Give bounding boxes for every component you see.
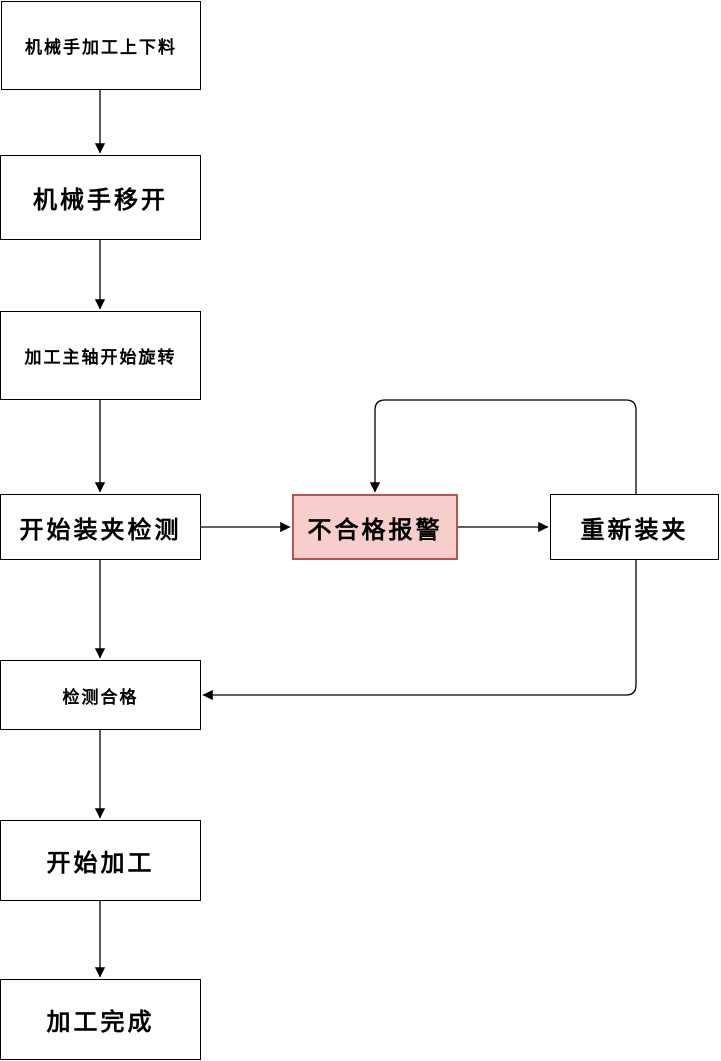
flow-node-robot-load: 机械手加工上下料 [1,1,201,90]
flow-node-spindle-start: 加工主轴开始旋转 [0,311,201,400]
flow-node-start-machining: 开始加工 [0,820,201,901]
flow-node-robot-move-away: 机械手移开 [0,155,201,240]
flow-node-reclamp: 重新装夹 [550,494,719,560]
edge-reclamp-loop-to-failalarm [369,399,637,494]
flow-node-fail-alarm: 不合格报警 [292,494,458,560]
edge-reclamp-to-checkpass [202,560,637,701]
flow-node-check-pass: 检测合格 [0,660,201,730]
flow-node-machining-done: 加工完成 [0,979,201,1060]
flow-node-clamp-check: 开始装夹检测 [0,494,201,560]
